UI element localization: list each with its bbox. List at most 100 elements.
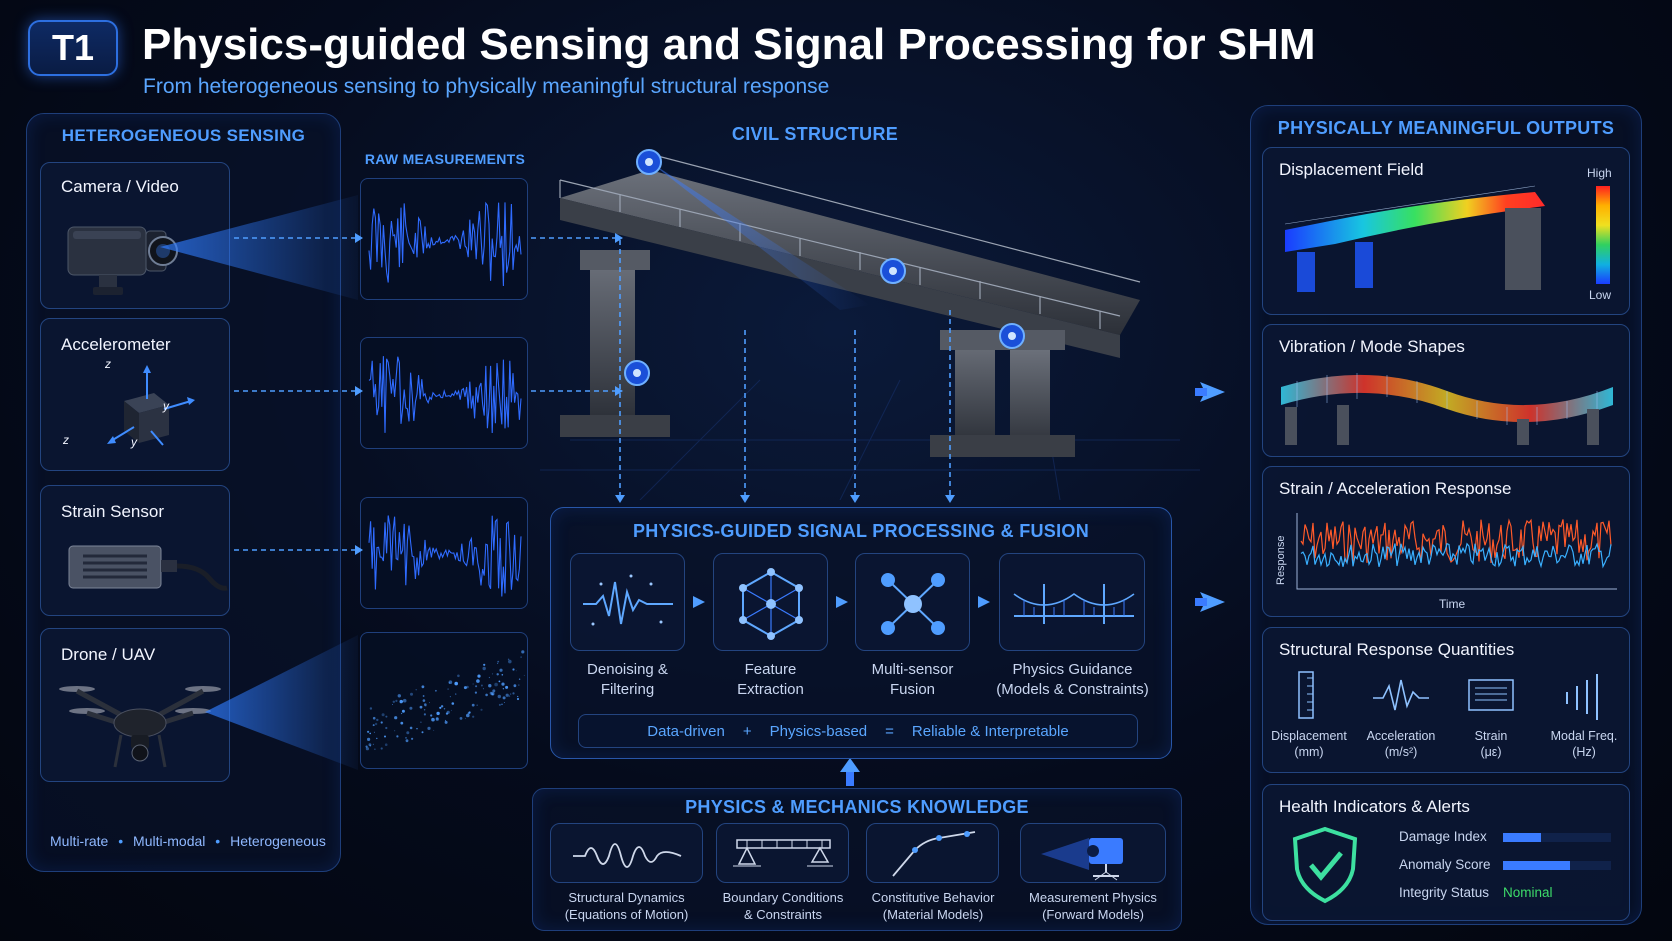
point-cloud-dot <box>409 706 413 710</box>
point-cloud-dot <box>429 702 430 704</box>
point-cloud-dot <box>369 745 372 747</box>
sine-wave-icon <box>572 843 682 868</box>
knowledge-dynamics[interactable] <box>550 823 703 883</box>
step-feature-extraction[interactable] <box>713 553 828 651</box>
point-cloud-dot <box>449 696 451 698</box>
point-cloud-dot <box>392 704 393 705</box>
sensor-accelerometer-card[interactable]: Accelerometer z y z y <box>40 318 230 471</box>
point-cloud-dot <box>447 688 449 690</box>
point-cloud-dot <box>515 670 517 672</box>
waveform-trace <box>368 356 522 434</box>
point-cloud-dot <box>476 704 478 706</box>
point-cloud-dot <box>502 696 506 700</box>
eq-plus: + <box>742 722 752 740</box>
quantity-label: Acceleration(m/s²) <box>1366 729 1436 760</box>
displacement-heatmap <box>1284 185 1545 292</box>
point-cloud-dot <box>435 689 437 692</box>
point-cloud-dot <box>423 709 426 711</box>
point-cloud-dot <box>399 699 403 704</box>
knowledge-boundary[interactable] <box>716 823 849 883</box>
sensor-drone-card[interactable]: Drone / UAV <box>40 628 230 782</box>
point-cloud-dot <box>367 737 371 741</box>
output-health[interactable]: Health Indicators & Alerts Damage Index … <box>1262 784 1630 921</box>
page-title: Physics-guided Sensing and Signal Proces… <box>142 20 1316 69</box>
step-denoising[interactable] <box>570 553 685 651</box>
point-cloud-dot <box>518 678 521 680</box>
point-cloud-dot <box>435 717 439 720</box>
point-cloud-dot <box>380 747 383 750</box>
axis-z-label: z <box>105 357 111 371</box>
point-cloud-dot <box>397 694 401 698</box>
point-cloud-dot <box>365 745 368 748</box>
sensor-strain-card[interactable]: Strain Sensor <box>40 485 230 616</box>
point-cloud-dot <box>405 739 409 743</box>
output-vibration[interactable]: Vibration / Mode Shapes <box>1262 324 1630 457</box>
sensor-camera-card[interactable]: Camera / Video <box>40 162 230 309</box>
point-cloud-dot <box>431 717 435 722</box>
integrity-status: Nominal <box>1503 885 1553 900</box>
point-cloud-dot <box>443 708 446 710</box>
point-cloud-dot <box>509 693 512 695</box>
stress-strain-icon <box>892 831 976 877</box>
point-cloud-dot <box>480 684 483 687</box>
point-cloud-dot <box>482 688 484 690</box>
point-cloud-dot <box>502 688 505 690</box>
point-cloud-dot <box>380 721 383 724</box>
point-cloud-dot <box>416 728 418 730</box>
point-cloud-dot <box>433 729 435 731</box>
denoise-wave-icon <box>583 574 673 626</box>
step-fusion[interactable] <box>855 553 970 651</box>
output-strain-response[interactable]: Strain / Acceleration Response Response … <box>1262 466 1630 617</box>
point-cloud-dot <box>472 715 475 718</box>
point-cloud-dot <box>436 711 440 716</box>
point-cloud-dot <box>512 668 515 671</box>
knowledge-measurement[interactable] <box>1020 823 1166 883</box>
sensor-label: Camera / Video <box>61 177 179 196</box>
point-cloud-dot <box>475 685 478 688</box>
point-cloud-dot <box>430 714 433 717</box>
point-cloud-dot <box>423 713 426 716</box>
point-cloud-dot <box>496 673 499 676</box>
output-quantities[interactable]: Structural Response Quantities Displacem… <box>1262 627 1630 773</box>
knowledge-constitutive[interactable] <box>866 823 999 883</box>
point-cloud-dot <box>373 731 375 733</box>
axis-y2-label: y <box>131 435 137 449</box>
point-cloud-dot <box>497 694 501 699</box>
measurement-camera-icon <box>1041 838 1123 881</box>
point-cloud-dot <box>381 713 385 717</box>
step-physics-guidance[interactable] <box>999 553 1145 651</box>
y-axis-label: Response <box>1275 535 1287 585</box>
point-cloud-dot <box>518 684 520 686</box>
point-cloud-dot <box>483 663 486 666</box>
beam-support-icon <box>733 839 833 867</box>
point-cloud-dot <box>503 702 505 703</box>
point-cloud-dot <box>385 726 388 730</box>
point-cloud-dot <box>467 712 470 715</box>
point-cloud-dot <box>410 692 413 696</box>
point-cloud-dot <box>440 705 444 708</box>
anomaly-score-bar <box>1503 861 1611 870</box>
response-plot <box>1296 513 1617 590</box>
output-displacement[interactable]: Displacement Field High Low <box>1262 147 1630 315</box>
point-cloud-dot <box>488 684 492 688</box>
point-cloud-dot <box>444 719 447 722</box>
point-cloud-dot <box>396 735 399 738</box>
point-cloud-dot <box>376 718 379 722</box>
point-cloud-dot <box>517 695 519 698</box>
raw-heading: RAW MEASUREMENTS <box>364 151 526 167</box>
point-cloud-dot <box>421 731 424 734</box>
point-cloud-dot <box>505 693 509 697</box>
point-cloud-dot <box>523 674 525 676</box>
step-label: Denoising &Filtering <box>587 661 668 698</box>
point-cloud-dot <box>372 743 374 745</box>
outputs-heading: PHYSICALLY MEANINGFUL OUTPUTS <box>1277 118 1615 138</box>
point-cloud-dot <box>454 681 458 686</box>
point-cloud-dot <box>499 668 503 672</box>
point-cloud-dot <box>497 660 500 663</box>
accelerometer-icon <box>107 365 195 446</box>
point-cloud-dot <box>459 717 463 720</box>
point-cloud-dot <box>369 732 371 735</box>
